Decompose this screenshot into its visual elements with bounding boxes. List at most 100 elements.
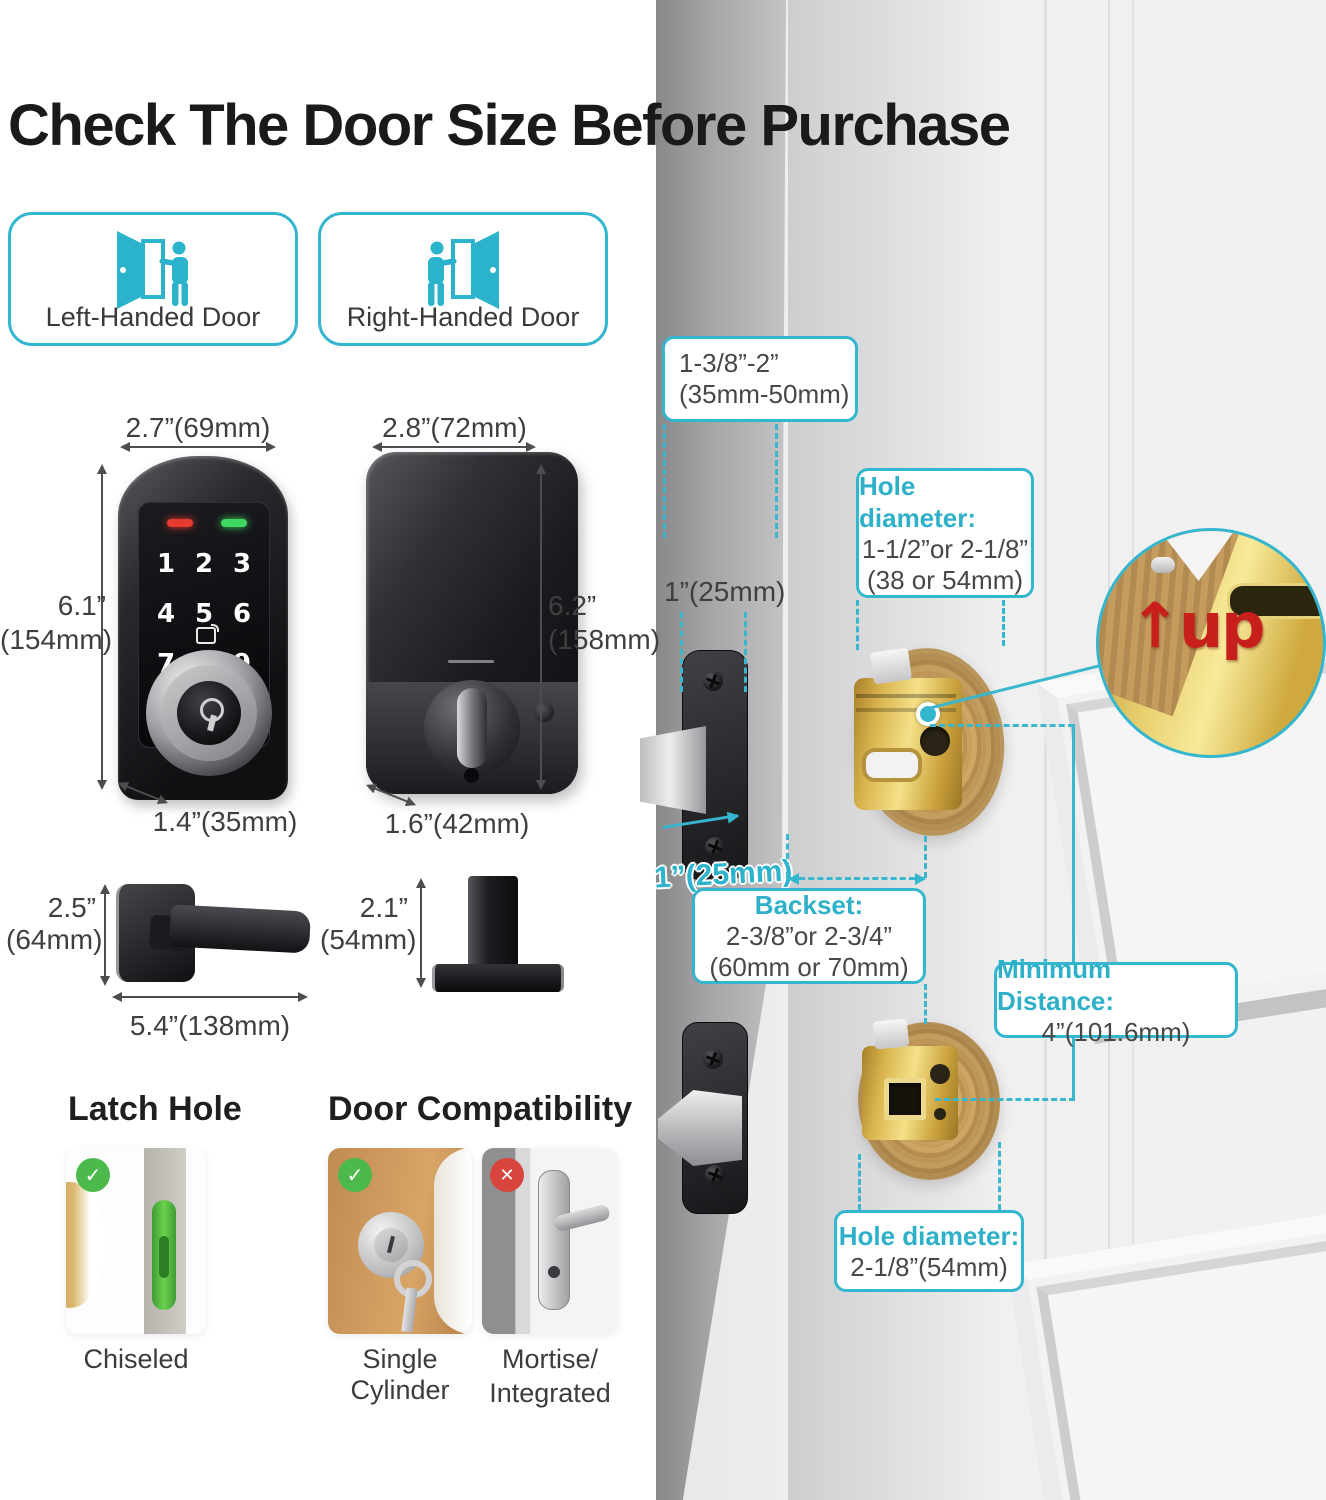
edge-width-guide-left [680,612,683,692]
backset-guide-left [786,834,789,878]
hole-diameter-bottom-title: Hole diameter: [838,1220,1020,1251]
mortise-photo: ✕ [482,1148,618,1334]
right-handed-door-icon [428,231,499,309]
lever-length-arrow [112,992,308,1002]
door-edge-strip [434,1148,472,1334]
right-handed-door-label: Right-Handed Door [346,302,580,332]
hole-diameter-top-line1: 1-1/2”or 2-1/8” [861,534,1029,564]
rear-lock-height-arrow [536,464,546,790]
door-thickness-line2: (35mm-50mm) [679,379,850,409]
thumbturn[interactable] [424,680,520,776]
lever-height-arrow [100,884,110,986]
rear-lock-width-label: 2.8”(72mm) [382,412,527,443]
left-handed-door-icon [117,231,188,309]
rear-lock-height-mm: (158mm) [548,624,661,655]
mortise-caption-line2: Integrated [489,1378,611,1408]
latch-hole-heading: Latch Hole [68,1090,242,1128]
door-thickness-line1: 1-3/8”-2” [679,348,779,378]
min-distance-guide-bottom [935,1098,1075,1101]
hole-diameter-top-title: Hole diameter: [859,471,977,533]
hole-diameter-bottom-callout: Hole diameter: 2-1/8”(54mm) [834,1210,1024,1292]
min-distance-guide-top [930,724,1074,727]
thickness-guide-left [663,424,666,538]
latch-body-lower [862,1046,958,1140]
key-cylinder [146,650,272,776]
edge-width-label: 1”(25mm) [664,576,786,607]
screw-icon [703,671,723,691]
red-led-indicator [167,519,193,527]
latch-slot [152,1200,176,1310]
lever-height-in: 2.5” [47,892,96,923]
min-distance-line-upper [1072,724,1075,962]
backset-arrow [788,873,926,885]
single-cylinder-photo: ✓ [328,1148,472,1334]
backset-center-guide [924,984,927,1024]
front-lock-depth-label: 1.4”(35mm) [152,806,298,837]
key-3[interactable]: 3 [232,549,252,579]
minimum-distance-title: Minimum Distance: [997,953,1115,1016]
hole-diameter-bottom-value: 2-1/8”(54mm) [850,1251,1008,1282]
escutcheon-plate [538,1170,570,1310]
front-lock-height-arrow [97,464,107,790]
key-1[interactable]: 1 [156,549,176,579]
lever-length-label: 5.4”(138mm) [129,1010,291,1041]
mortise-keyhole [548,1266,560,1278]
rear-lock-button[interactable] [534,702,554,722]
hole-top-guide-left [856,600,859,650]
door-thickness-callout: 1-3/8”-2” (35mm-50mm) [662,336,858,422]
hole-top-guide-right [1002,600,1005,646]
mortise-caption-line1: Mortise/ [501,1344,599,1374]
rear-lock-height-in: 6.2” [548,590,597,621]
screw-icon [703,1049,723,1069]
up-marking: ↑up [1129,589,1265,662]
minimum-distance-value: 4”(101.6mm) [1041,1016,1191,1047]
key-4[interactable]: 4 [156,599,176,629]
front-lock-height-in: 6.1” [57,590,106,621]
key-2[interactable]: 2 [194,549,214,579]
lever-side-height-mm: (54mm) [320,924,417,955]
page-title: Check The Door Size Before Purchase [8,93,1011,158]
latch-slot-closeup [1227,583,1323,619]
check-badge: ✓ [338,1158,372,1192]
door-compatibility-heading: Door Compatibility [328,1090,633,1128]
rear-lock-width-arrow [372,442,536,452]
keyhole-icon [200,698,224,722]
key-6[interactable]: 6 [232,599,252,629]
latch-hole-caption: Chiseled [83,1344,189,1374]
right-handed-door-card: Right-Handed Door [318,212,608,346]
up-marking-magnifier: ↑up [1096,528,1326,758]
backset-line1: 2-3/8”or 2-3/4” [725,921,893,951]
latch-body-upper [854,678,962,810]
deadbolt-bolt [640,726,706,814]
lever-handle-image [168,904,312,954]
rfid-card-icon [196,624,219,644]
lever-side-base [432,964,564,992]
backset-callout: Backset: 2-3/8”or 2-3/4” (60mm or 70mm) [692,888,926,984]
backset-guide-right [924,836,927,878]
cross-badge: ✕ [490,1158,524,1192]
backset-title: Backset: [754,890,864,920]
hole-bottom-guide-left [858,1154,861,1210]
thickness-guide-right [775,424,778,538]
latch-hole-photo: ✓ [66,1148,206,1334]
lever-side-height-arrow [416,878,426,988]
key-5[interactable]: 5 [194,599,214,629]
green-led-indicator [221,519,247,527]
rear-lock-depth-label: 1.6”(42mm) [384,808,530,839]
screw-icon [705,1165,725,1185]
edge-width-guide-right [744,612,747,692]
hole-bottom-guide-right [998,1142,1001,1210]
backset-line2: (60mm or 70mm) [709,952,909,982]
single-cylinder-caption: Single Cylinder [350,1344,450,1405]
check-badge: ✓ [76,1158,110,1192]
lever-height-mm: (64mm) [6,924,103,955]
latch-bolt-tip [872,1018,910,1050]
hole-diameter-top-callout: Hole diameter: 1-1/2”or 2-1/8” (38 or 54… [856,468,1034,598]
hole-diameter-top-line2: (38 or 54mm) [866,565,1024,595]
reset-hole [464,768,479,783]
lever-side-height-in: 2.1” [359,892,408,923]
min-distance-line-lower [1072,1038,1075,1098]
left-handed-door-label: Left-Handed Door [45,302,261,332]
front-lock-width-label: 2.7”(69mm) [125,412,271,443]
